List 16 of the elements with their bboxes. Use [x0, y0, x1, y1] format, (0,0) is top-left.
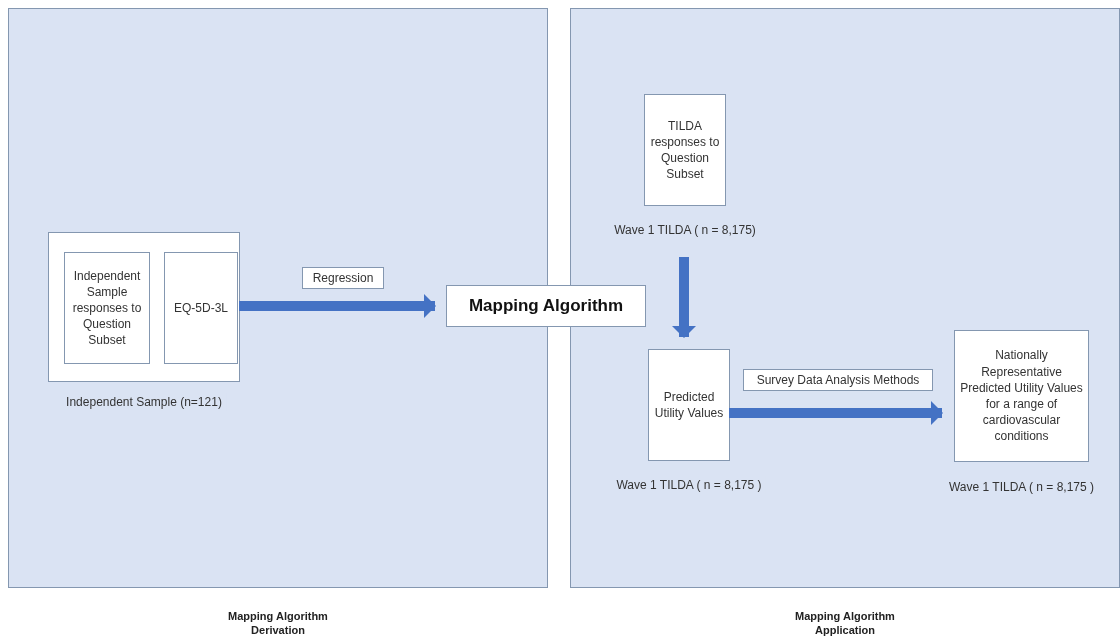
process-box	[164, 252, 238, 364]
box-text: Nationally Representative Predicted Utility Values for a range of cardiovascular conditions	[959, 347, 1084, 445]
block-arrow	[239, 294, 436, 318]
box-text: TILDA responses to Question Subset	[649, 117, 721, 183]
process-box	[446, 285, 646, 327]
edge-label: Regression	[302, 267, 384, 289]
box-text: EQ-5D-3L	[173, 299, 229, 317]
edge-label: Survey Data Analysis Methods	[743, 369, 933, 391]
block-arrow	[729, 401, 943, 425]
panel-heading: Mapping Algorithm Application	[794, 609, 896, 638]
panel-heading: Mapping Algorithm Derivation	[227, 609, 329, 638]
box-text: Predicted Utility Values	[653, 388, 725, 422]
box-title: Mapping Algorithm	[467, 294, 625, 317]
process-box	[64, 252, 150, 364]
block-arrow	[672, 257, 696, 338]
box-text: Independent Sample responses to Question Subset	[71, 267, 143, 349]
